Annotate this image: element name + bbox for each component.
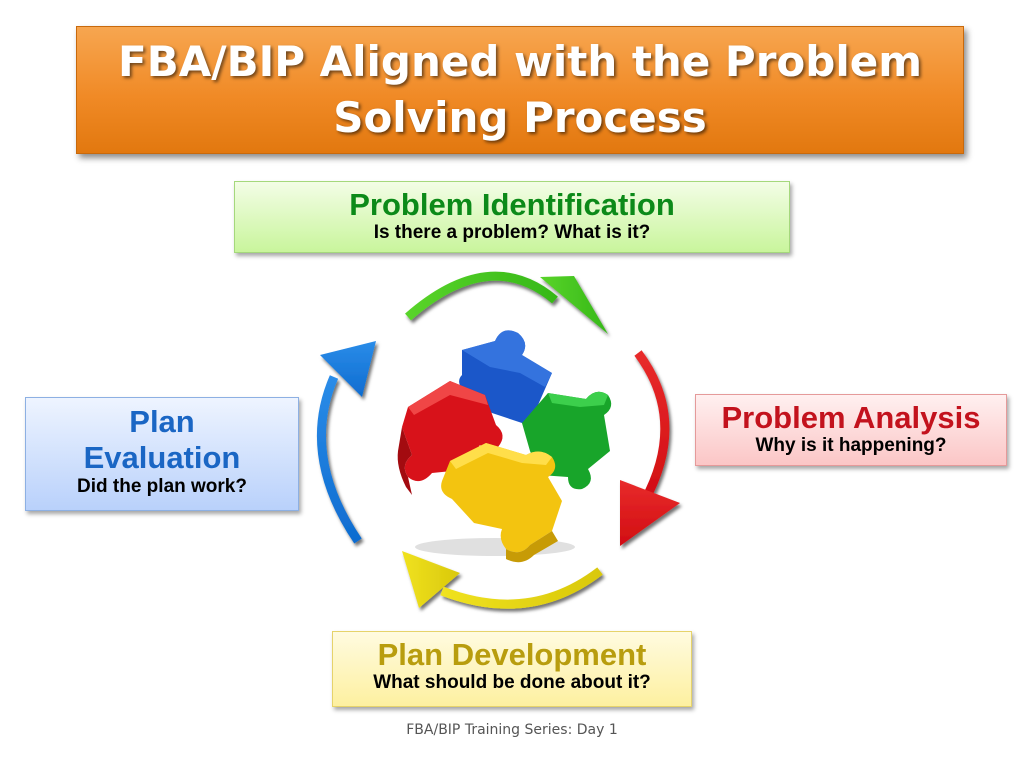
yellow-puzzle-piece	[441, 443, 562, 563]
yellow-cycle-arrow	[402, 551, 603, 609]
plan-evaluation-question: Did the plan work?	[77, 476, 247, 497]
plan-evaluation-box: Plan Evaluation Did the plan work?	[25, 397, 299, 511]
plan-evaluation-heading: Plan Evaluation	[83, 404, 241, 475]
plan-development-question: What should be done about it?	[373, 672, 651, 693]
problem-analysis-heading: Problem Analysis	[721, 400, 981, 435]
blue-cycle-arrow	[316, 341, 376, 544]
red-puzzle-piece	[397, 381, 503, 495]
green-cycle-arrow	[405, 271, 608, 334]
cycle-diagram	[316, 271, 680, 609]
problem-identification-question: Is there a problem? What is it?	[373, 222, 651, 243]
title-banner: FBA/BIP Aligned with the Problem Solving…	[76, 26, 964, 154]
footer-text: FBA/BIP Training Series: Day 1	[406, 722, 618, 738]
plan-development-heading: Plan Development	[377, 637, 647, 672]
problem-identification-heading: Problem Identification	[349, 187, 675, 222]
slide-title: FBA/BIP Aligned with the Problem Solving…	[118, 37, 922, 142]
problem-analysis-question: Why is it happening?	[755, 435, 947, 456]
plan-development-box: Plan Development What should be done abo…	[332, 631, 692, 707]
problem-identification-box: Problem Identification Is there a proble…	[234, 181, 790, 253]
puzzle-pieces-image	[355, 330, 615, 575]
problem-analysis-box: Problem Analysis Why is it happening?	[695, 394, 1007, 466]
red-cycle-arrow	[620, 350, 680, 546]
